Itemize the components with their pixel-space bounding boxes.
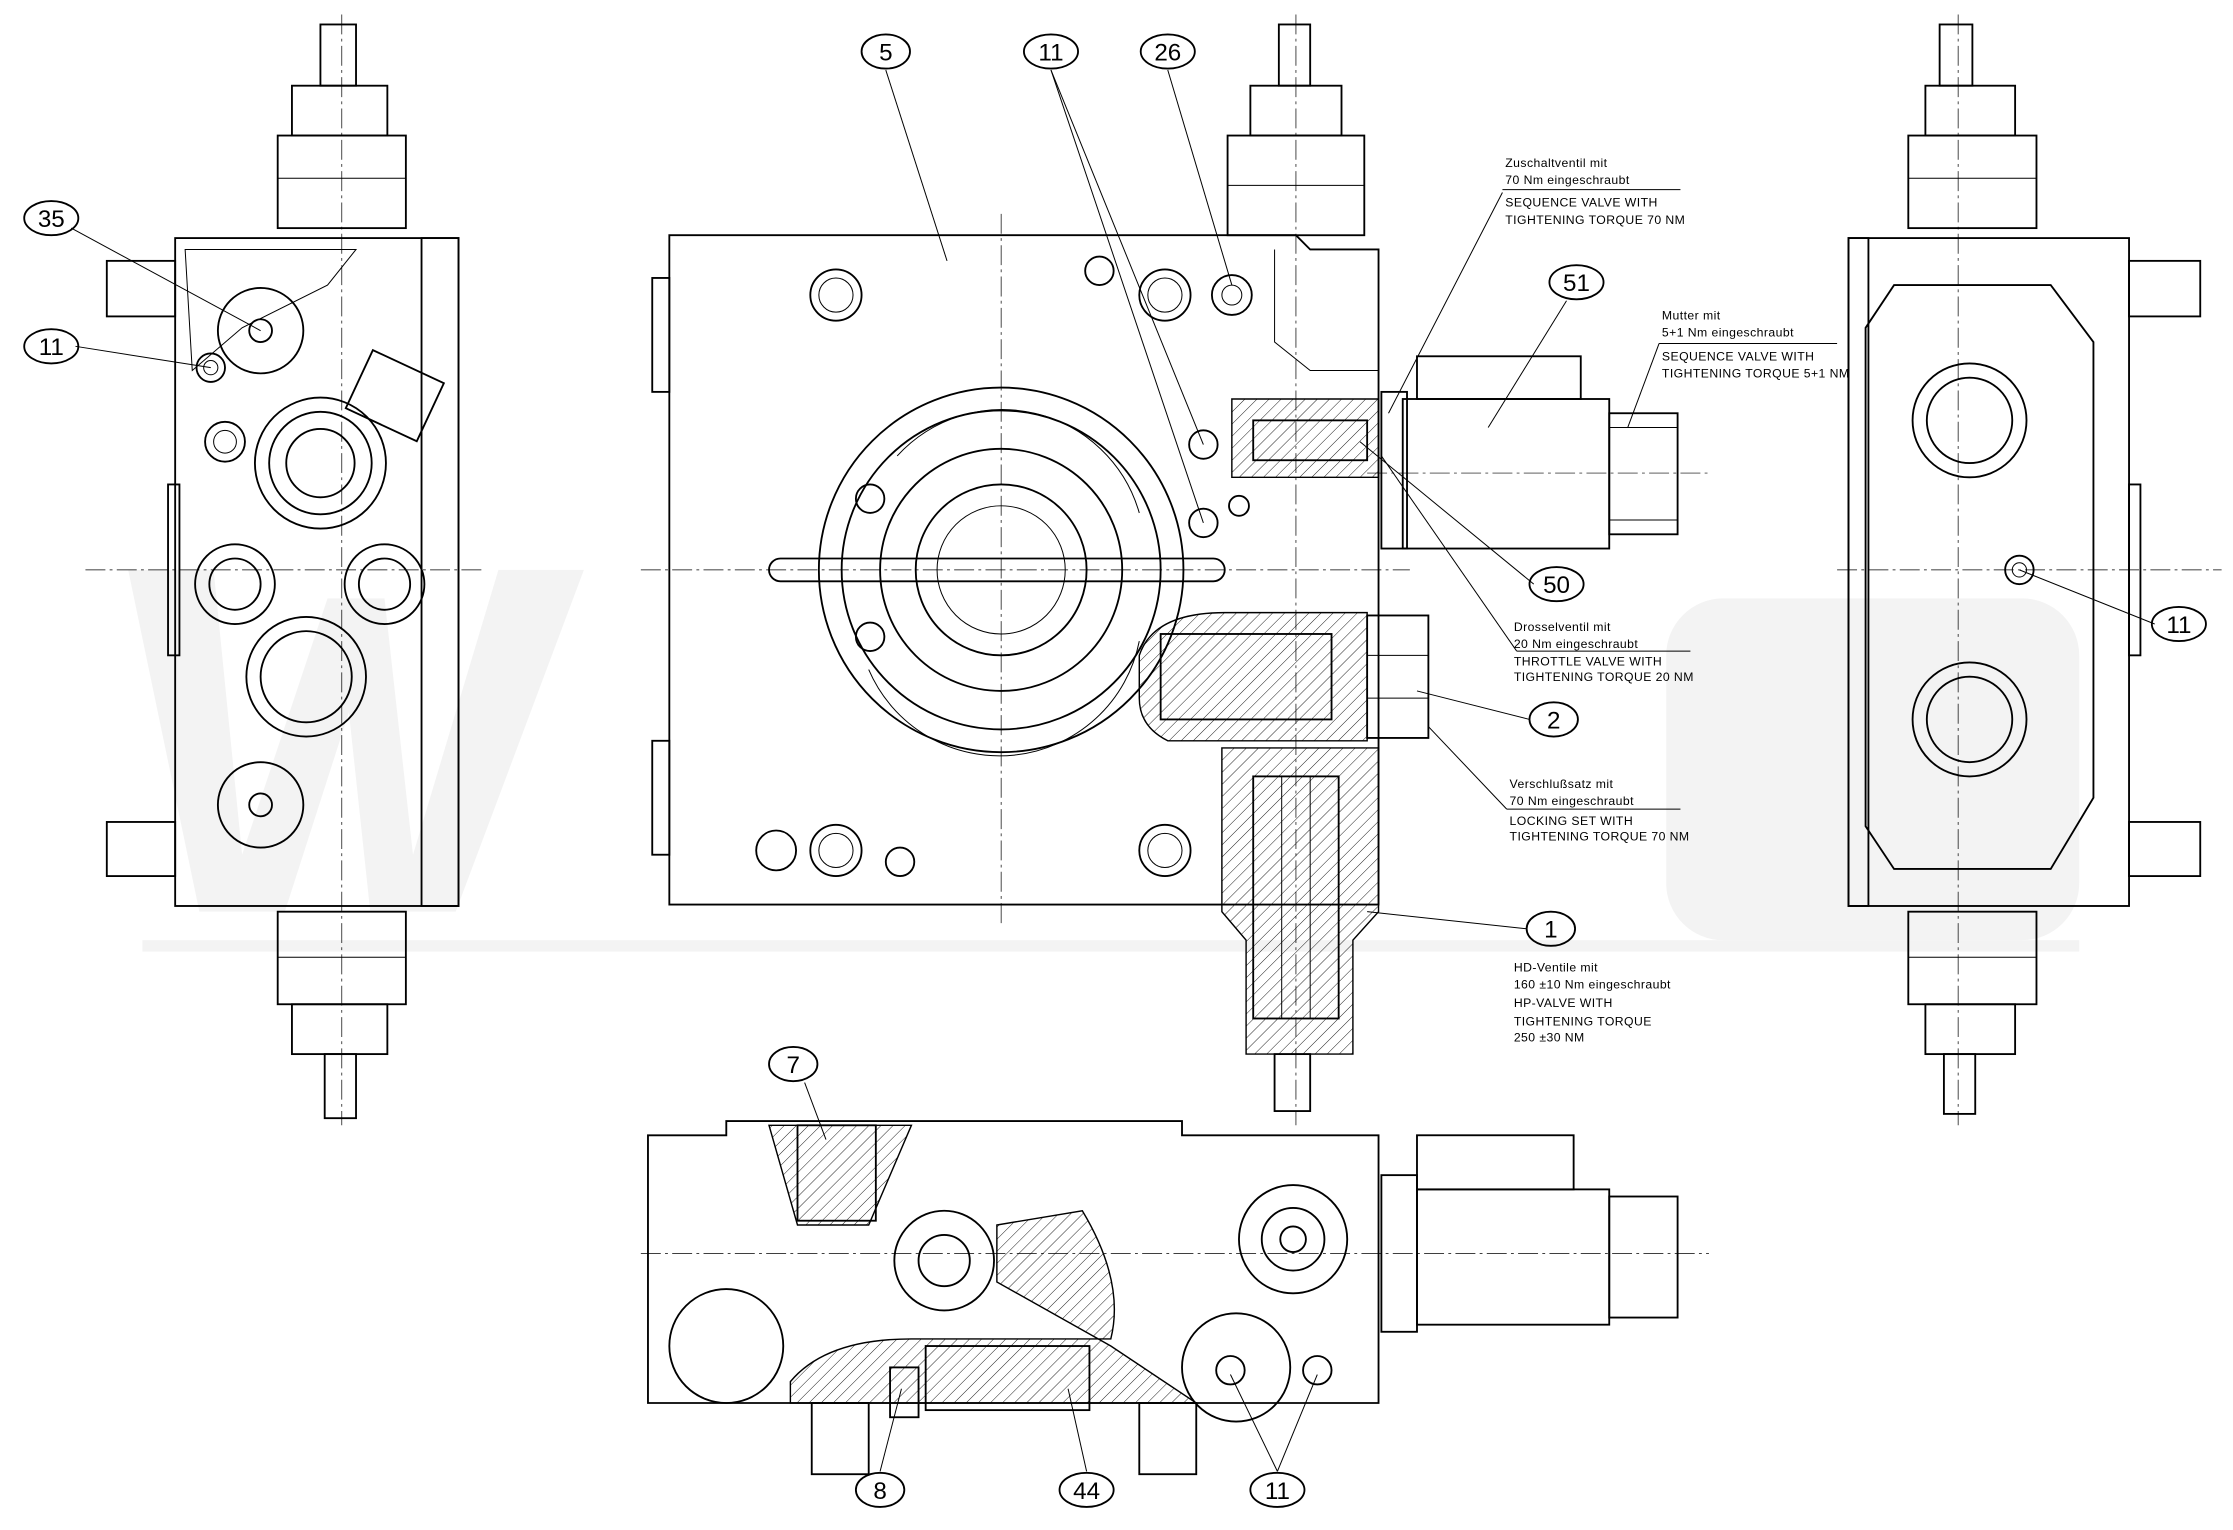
watermark <box>128 569 2080 952</box>
svg-text:11: 11 <box>39 334 64 361</box>
svg-text:Drosselventil mit: Drosselventil mit <box>1514 620 1611 634</box>
balloon-2: 2 <box>1528 701 1579 738</box>
balloon-26: 26 <box>1139 33 1196 70</box>
annotation-nut: Mutter mit 5+1 Nm eingeschraubt SEQUENCE… <box>1662 308 1850 381</box>
balloon-11-left: 11 <box>23 328 80 365</box>
svg-text:SEQUENCE VALVE WITH: SEQUENCE VALVE WITH <box>1662 350 1814 364</box>
svg-text:TIGHTENING TORQUE 20 NM: TIGHTENING TORQUE 20 NM <box>1514 670 1694 684</box>
annotation-locking-set: Verschlußsatz mit 70 Nm eingeschraubt LO… <box>1510 777 1690 844</box>
svg-text:20 Nm eingeschraubt: 20 Nm eingeschraubt <box>1514 637 1639 651</box>
svg-text:5+1 Nm eingeschraubt: 5+1 Nm eingeschraubt <box>1662 325 1794 339</box>
svg-text:1: 1 <box>1544 917 1557 944</box>
svg-text:Mutter mit: Mutter mit <box>1662 308 1721 322</box>
svg-text:11: 11 <box>1038 39 1063 66</box>
balloon-7: 7 <box>768 1046 819 1083</box>
leader-lines <box>70 69 2155 1472</box>
balloons: 5 11 26 35 11 51 50 2 1 11 7 8 44 11 <box>23 33 2207 1508</box>
svg-text:250 ±30 NM: 250 ±30 NM <box>1514 1030 1585 1044</box>
annotation-hp-valve: HD-Ventile mit 160 ±10 Nm eingeschraubt … <box>1514 960 1671 1044</box>
svg-text:44: 44 <box>1073 1478 1100 1505</box>
svg-text:51: 51 <box>1563 270 1590 297</box>
bottom-view <box>640 1120 1709 1476</box>
balloon-44: 44 <box>1058 1471 1115 1508</box>
front-view <box>640 14 1709 1126</box>
balloon-51: 51 <box>1548 264 1605 301</box>
balloon-11-top: 11 <box>1023 33 1079 70</box>
svg-text:2: 2 <box>1547 707 1560 734</box>
annotation-sequence-valve: Zuschaltventil mit 70 Nm eingeschraubt S… <box>1505 156 1685 227</box>
svg-text:TIGHTENING TORQUE: TIGHTENING TORQUE <box>1514 1015 1652 1029</box>
svg-text:8: 8 <box>873 1478 886 1505</box>
svg-text:70 Nm eingeschraubt: 70 Nm eingeschraubt <box>1510 794 1635 808</box>
svg-text:HD-Ventile mit: HD-Ventile mit <box>1514 960 1598 974</box>
annotation-throttle-valve: Drosselventil mit 20 Nm eingeschraubt TH… <box>1514 620 1694 684</box>
balloon-8: 8 <box>854 1471 906 1508</box>
balloon-5: 5 <box>860 33 911 70</box>
svg-text:LOCKING SET WITH: LOCKING SET WITH <box>1510 814 1634 828</box>
svg-text:11: 11 <box>2166 612 2191 639</box>
svg-text:11: 11 <box>1265 1478 1290 1505</box>
balloon-11-bottom: 11 <box>1249 1471 1306 1508</box>
right-side-view <box>1837 14 2222 1126</box>
svg-text:THROTTLE VALVE WITH: THROTTLE VALVE WITH <box>1514 654 1662 668</box>
balloon-11-right: 11 <box>2150 605 2207 643</box>
svg-text:50: 50 <box>1543 572 1570 599</box>
svg-text:160 ±10 Nm eingeschraubt: 160 ±10 Nm eingeschraubt <box>1514 978 1671 992</box>
svg-text:Verschlußsatz mit: Verschlußsatz mit <box>1510 777 1614 791</box>
svg-text:TIGHTENING TORQUE 70 NM: TIGHTENING TORQUE 70 NM <box>1505 213 1685 227</box>
svg-text:70 Nm eingeschraubt: 70 Nm eingeschraubt <box>1505 173 1630 187</box>
svg-text:Zuschaltventil mit: Zuschaltventil mit <box>1505 156 1607 170</box>
left-side-view <box>85 14 485 1126</box>
svg-text:7: 7 <box>787 1052 800 1079</box>
svg-text:5: 5 <box>879 39 892 66</box>
svg-text:35: 35 <box>38 206 65 233</box>
balloon-35: 35 <box>23 200 80 237</box>
balloon-1: 1 <box>1525 910 1576 947</box>
svg-text:HP-VALVE WITH: HP-VALVE WITH <box>1514 996 1613 1010</box>
balloon-50: 50 <box>1528 566 1585 603</box>
svg-text:TIGHTENING TORQUE 5+1 NM: TIGHTENING TORQUE 5+1 NM <box>1662 367 1850 381</box>
svg-text:SEQUENCE VALVE WITH: SEQUENCE VALVE WITH <box>1505 196 1657 210</box>
svg-text:TIGHTENING TORQUE 70 NM: TIGHTENING TORQUE 70 NM <box>1510 829 1690 843</box>
svg-text:26: 26 <box>1154 39 1181 66</box>
